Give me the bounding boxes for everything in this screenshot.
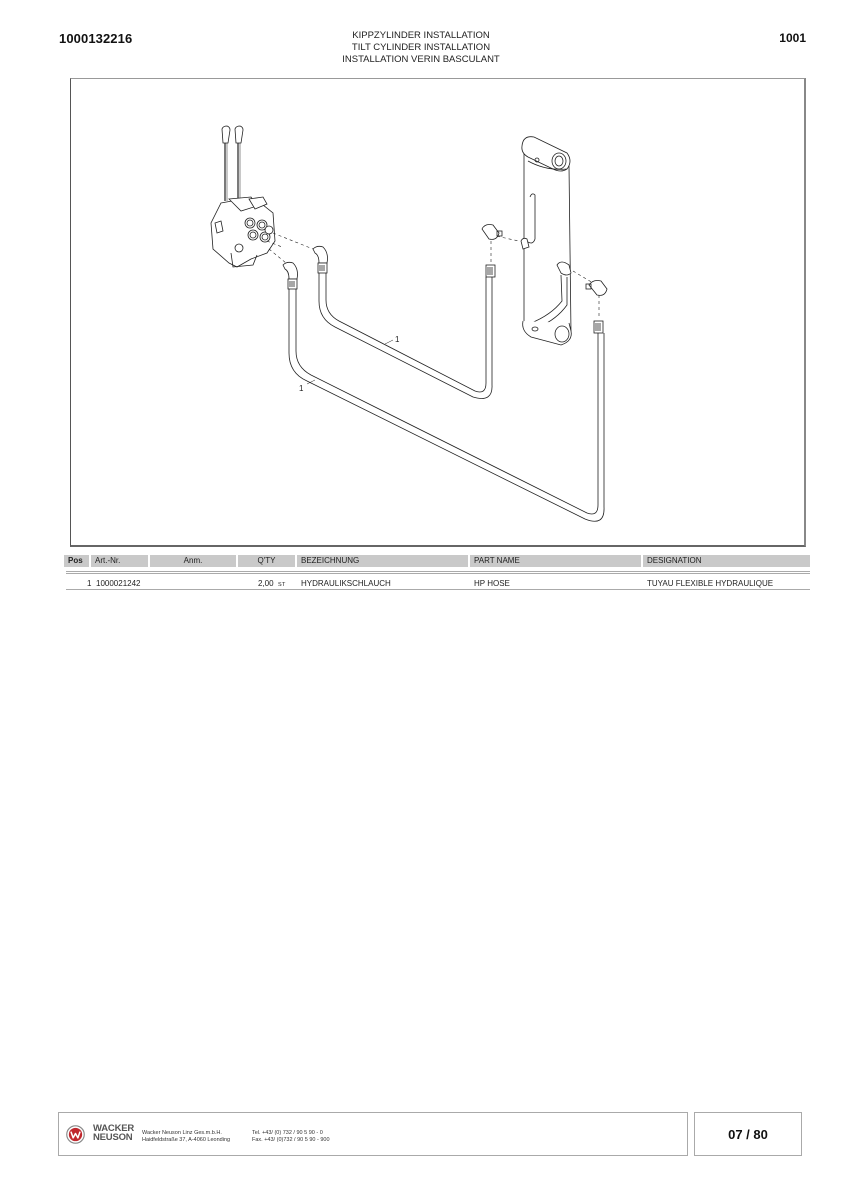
company-address: Wacker Neuson Linz Ges.m.b.H. Haidfeldst… <box>142 1130 230 1144</box>
callout-label-inner: 1 <box>395 335 400 344</box>
phone-number: Tel. +43/ (0) 732 / 90 5 90 - 0 <box>252 1130 323 1136</box>
page-number: 07 / 80 <box>694 1112 802 1156</box>
column-header-anm: Anm. <box>150 555 236 567</box>
cell-art-nr: 1000021242 <box>96 579 141 588</box>
street-address: Haidfeldstraße 37, A-4060 Leonding <box>142 1137 231 1143</box>
column-header-art-nr: Art.-Nr. <box>91 555 148 567</box>
title-fr: INSTALLATION VERIN BASCULANT <box>342 54 500 65</box>
column-header-qty: Q'TY <box>238 555 295 567</box>
cell-qty: 2,00 <box>258 579 274 588</box>
footer-info-box: WACKER NEUSON Wacker Neuson Linz Ges.m.b… <box>58 1112 688 1156</box>
column-header-pos: Pos <box>64 555 89 567</box>
elbow-fitting-lower <box>282 261 298 290</box>
connection-leaders <box>266 232 600 319</box>
column-header-designation: DESIGNATION <box>643 555 810 567</box>
brand-name: WACKER NEUSON <box>93 1123 135 1143</box>
table-row-rule <box>66 589 810 590</box>
doc-number: 1000132216 <box>59 31 133 46</box>
table-row: 1 1000021242 2,00 ST HYDRAULIKSCHLAUCH H… <box>0 579 842 589</box>
wacker-neuson-logo-icon <box>66 1125 85 1144</box>
exploded-view-drawing: 1 1 <box>210 125 608 522</box>
cell-bezeichnung: HYDRAULIKSCHLAUCH <box>301 579 391 588</box>
cell-unit: ST <box>278 582 286 588</box>
elbow-fitting-upper <box>312 245 328 274</box>
company-name: Wacker Neuson Linz Ges.m.b.H. <box>142 1130 222 1136</box>
brand-line-1: WACKER <box>93 1123 135 1134</box>
tilt-cylinder <box>520 136 572 346</box>
hydraulic-hose-inner <box>318 264 496 399</box>
fax-number: Fax. +43/ (0)732 / 90 5 90 - 900 <box>252 1137 330 1143</box>
cell-pos: 1 <box>87 579 92 588</box>
company-contact: Tel. +43/ (0) 732 / 90 5 90 - 0 Fax. +43… <box>252 1130 330 1144</box>
cell-designation: TUYAU FLEXIBLE HYDRAULIQUE <box>647 579 774 588</box>
column-header-bezeichnung: BEZEICHNUNG <box>297 555 468 567</box>
cell-part-name: HP HOSE <box>474 579 510 588</box>
elbow-fitting-cylinder-upper <box>481 224 503 240</box>
elbow-fitting-cylinder-lower <box>585 280 608 296</box>
callout-leader-inner <box>384 339 394 345</box>
title-de: KIPPZYLINDER INSTALLATION <box>352 30 490 41</box>
page-code: 1001 <box>779 31 806 45</box>
table-header-rule <box>66 571 810 574</box>
callout-label-outer: 1 <box>299 384 304 393</box>
drawing-frame: 1 1 <box>70 78 806 547</box>
brand-line-2: NEUSON <box>93 1132 133 1143</box>
control-valve <box>210 125 276 268</box>
title-en: TILT CYLINDER INSTALLATION <box>351 42 491 53</box>
callout-leader-outer <box>306 379 316 385</box>
hydraulic-hose-outer <box>288 289 605 522</box>
title-block: KIPPZYLINDER INSTALLATION TILT CYLINDER … <box>0 30 842 66</box>
column-header-part-name: PART NAME <box>470 555 641 567</box>
